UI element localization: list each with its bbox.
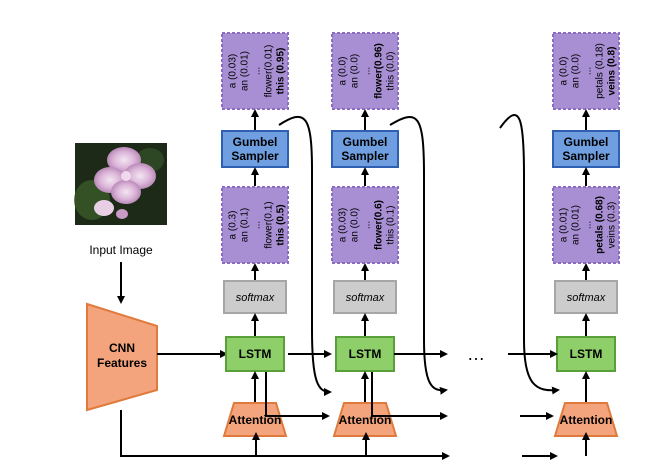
col1-pre-prob-word-0: a (0.3) xyxy=(228,211,239,240)
col1-softmax-label: softmax xyxy=(236,292,275,304)
cnn-feature-line xyxy=(120,410,450,460)
input-image-label: Input Image xyxy=(89,243,153,257)
col1-gumbel-line1: Gumbel xyxy=(233,135,278,149)
col2-post-prob-word-0: a (0.0) xyxy=(338,57,349,86)
col1-gumbel-box xyxy=(221,130,289,168)
col2-lstm-box xyxy=(335,336,395,372)
col1-post-prob-word-3: flower(0.01) xyxy=(264,45,275,98)
col2-softmax-box xyxy=(333,280,397,314)
col3-post-prob-word-4: veins (0.8) xyxy=(607,47,618,96)
col3-post-prob-word-3: petals (0.18) xyxy=(595,43,606,99)
col1-attention-box xyxy=(222,402,288,437)
col2-pre-prob-word-2: ... xyxy=(362,221,373,229)
col3-softmax-label: softmax xyxy=(567,292,606,304)
col1-lstm-box xyxy=(225,336,285,372)
col3-pre-prob-word-3: petals (0.68) xyxy=(595,196,606,254)
cnn-label-line2: Features xyxy=(97,356,147,370)
col3-gumbel-line1: Gumbel xyxy=(564,135,609,149)
col2-post-prob-word-4: this (0.0) xyxy=(386,52,397,91)
col3-attention-label: Attention xyxy=(560,413,613,427)
col1-lstm-label: LSTM xyxy=(239,347,272,361)
col3-pre-prob-word-4: veins (0.3) xyxy=(607,202,618,249)
col3-softmax-box xyxy=(554,280,618,314)
col3-attention-box xyxy=(553,402,619,437)
col1-gumbel-line2: Sampler xyxy=(231,149,279,163)
sample3-feedback-curve xyxy=(499,114,560,395)
col1-pre-prob-word-1: an (0.1) xyxy=(240,208,251,242)
ellipsis-mark: … xyxy=(467,344,485,364)
col2-post-prob-box xyxy=(331,32,399,110)
col2-pre-prob-word-1: an (0.0) xyxy=(350,208,361,242)
lstm2-out-attention-arrow xyxy=(371,372,448,420)
cnn-label-line1: CNN xyxy=(109,341,135,355)
sample1-feedback-curve xyxy=(278,115,332,396)
col1-post-prob-word-0: a (0.03) xyxy=(228,54,239,88)
col3-pre-prob-word-2: ... xyxy=(583,221,594,229)
col1-pre-prob-word-4: this (0.5) xyxy=(276,204,287,245)
col3-pre-prob-box xyxy=(552,186,620,264)
col2-gumbel-line2: Sampler xyxy=(341,149,389,163)
col1-post-prob-box xyxy=(221,32,289,110)
col2-lstm-label: LSTM xyxy=(349,347,382,361)
col2-post-prob-word-1: an (0.0) xyxy=(350,54,361,88)
col2-pre-prob-word-4: this (0.1) xyxy=(386,206,397,245)
col1-post-prob-word-2: ... xyxy=(252,67,263,75)
col2-post-prob-word-3: flower(0.96) xyxy=(374,43,385,99)
sample2-feedback-curve xyxy=(389,116,448,395)
col1-pre-prob-word-3: flower(0.1) xyxy=(264,201,275,248)
col3-post-prob-word-0: a (0.0) xyxy=(559,57,570,86)
lstm1-to-attention2-arrow xyxy=(265,372,330,420)
col3-lstm-label: LSTM xyxy=(570,347,603,361)
col3-post-prob-word-1: an (0.0) xyxy=(571,54,582,88)
col3-pre-prob-word-0: a (0.01) xyxy=(559,208,570,242)
col1-pre-prob-word-2: ... xyxy=(252,221,263,229)
time-step-columns: a (0.03)an (0.01)...flower(0.01)this (0.… xyxy=(221,32,620,437)
col2-pre-prob-word-0: a (0.03) xyxy=(338,208,349,242)
col2-gumbel-line1: Gumbel xyxy=(343,135,388,149)
col1-softmax-box xyxy=(223,280,287,314)
col2-pre-prob-word-3: flower(0.6) xyxy=(374,200,385,250)
flower-blossom xyxy=(94,147,156,219)
col2-softmax-label: softmax xyxy=(346,292,385,304)
col1-post-prob-word-1: an (0.01) xyxy=(240,51,251,91)
col2-post-prob-word-2: ... xyxy=(362,67,373,75)
cnn-features-block: CNN Features xyxy=(86,302,158,412)
col3-pre-prob-word-1: an (0.01) xyxy=(571,205,582,245)
col3-gumbel-line2: Sampler xyxy=(562,149,610,163)
input-image xyxy=(74,143,167,225)
col3-post-prob-word-2: ... xyxy=(583,67,594,75)
col1-post-prob-word-4: this (0.95) xyxy=(276,48,287,95)
